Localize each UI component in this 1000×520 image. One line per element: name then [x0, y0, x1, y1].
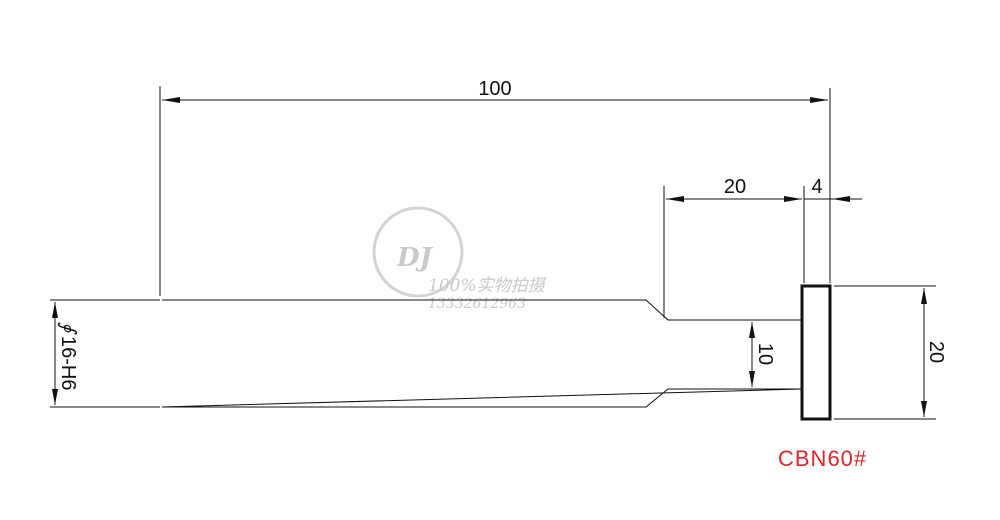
watermark-ring [372, 206, 464, 298]
watermark-phone: 13332612963 [428, 296, 526, 312]
shank-and-neck-outline [161, 299, 803, 408]
arrow-left [162, 97, 180, 103]
watermark-logo: DJ [396, 243, 434, 273]
dim-neck-diameter-label: 10 [754, 343, 776, 365]
arrow-inward [832, 196, 850, 202]
dim-head-thickness-label: 4 [811, 176, 822, 198]
arrow-bottom [921, 401, 927, 417]
tool-outline [161, 284, 832, 421]
dimension-neck-length: 20 [666, 176, 802, 202]
arrow-bottom [52, 389, 58, 405]
watermark: DJ 100%实物拍摄 13332612963 [372, 206, 548, 312]
cutting-head [800, 284, 832, 421]
dimension-head-thickness: 4 [804, 176, 862, 202]
dim-neck-length-label: 20 [724, 176, 746, 198]
extension-lines [50, 86, 936, 420]
dimension-overall-length: 100 [162, 78, 828, 103]
diameter-symbol: ∮ [57, 322, 79, 335]
arrow-bottom [749, 371, 755, 387]
arrow-top [52, 302, 58, 318]
arrow-right [810, 97, 828, 103]
dimension-shank-diameter: ∮ 16-H6 [52, 302, 79, 405]
dimension-neck-diameter: 10 [749, 322, 776, 387]
watermark-caption: 100%实物拍摄 [428, 276, 548, 296]
dimension-head-diameter: 20 [921, 288, 947, 417]
dim-head-diameter-label: 20 [925, 341, 947, 363]
arrow-right [784, 196, 802, 202]
dim-shank-diameter-label: 16-H6 [57, 336, 79, 390]
arrow-top [921, 288, 927, 304]
arrow-left [666, 196, 684, 202]
grade-label: CBN60# [778, 446, 867, 471]
arrow-top [749, 322, 755, 338]
dim-overall-length-label: 100 [478, 78, 511, 100]
